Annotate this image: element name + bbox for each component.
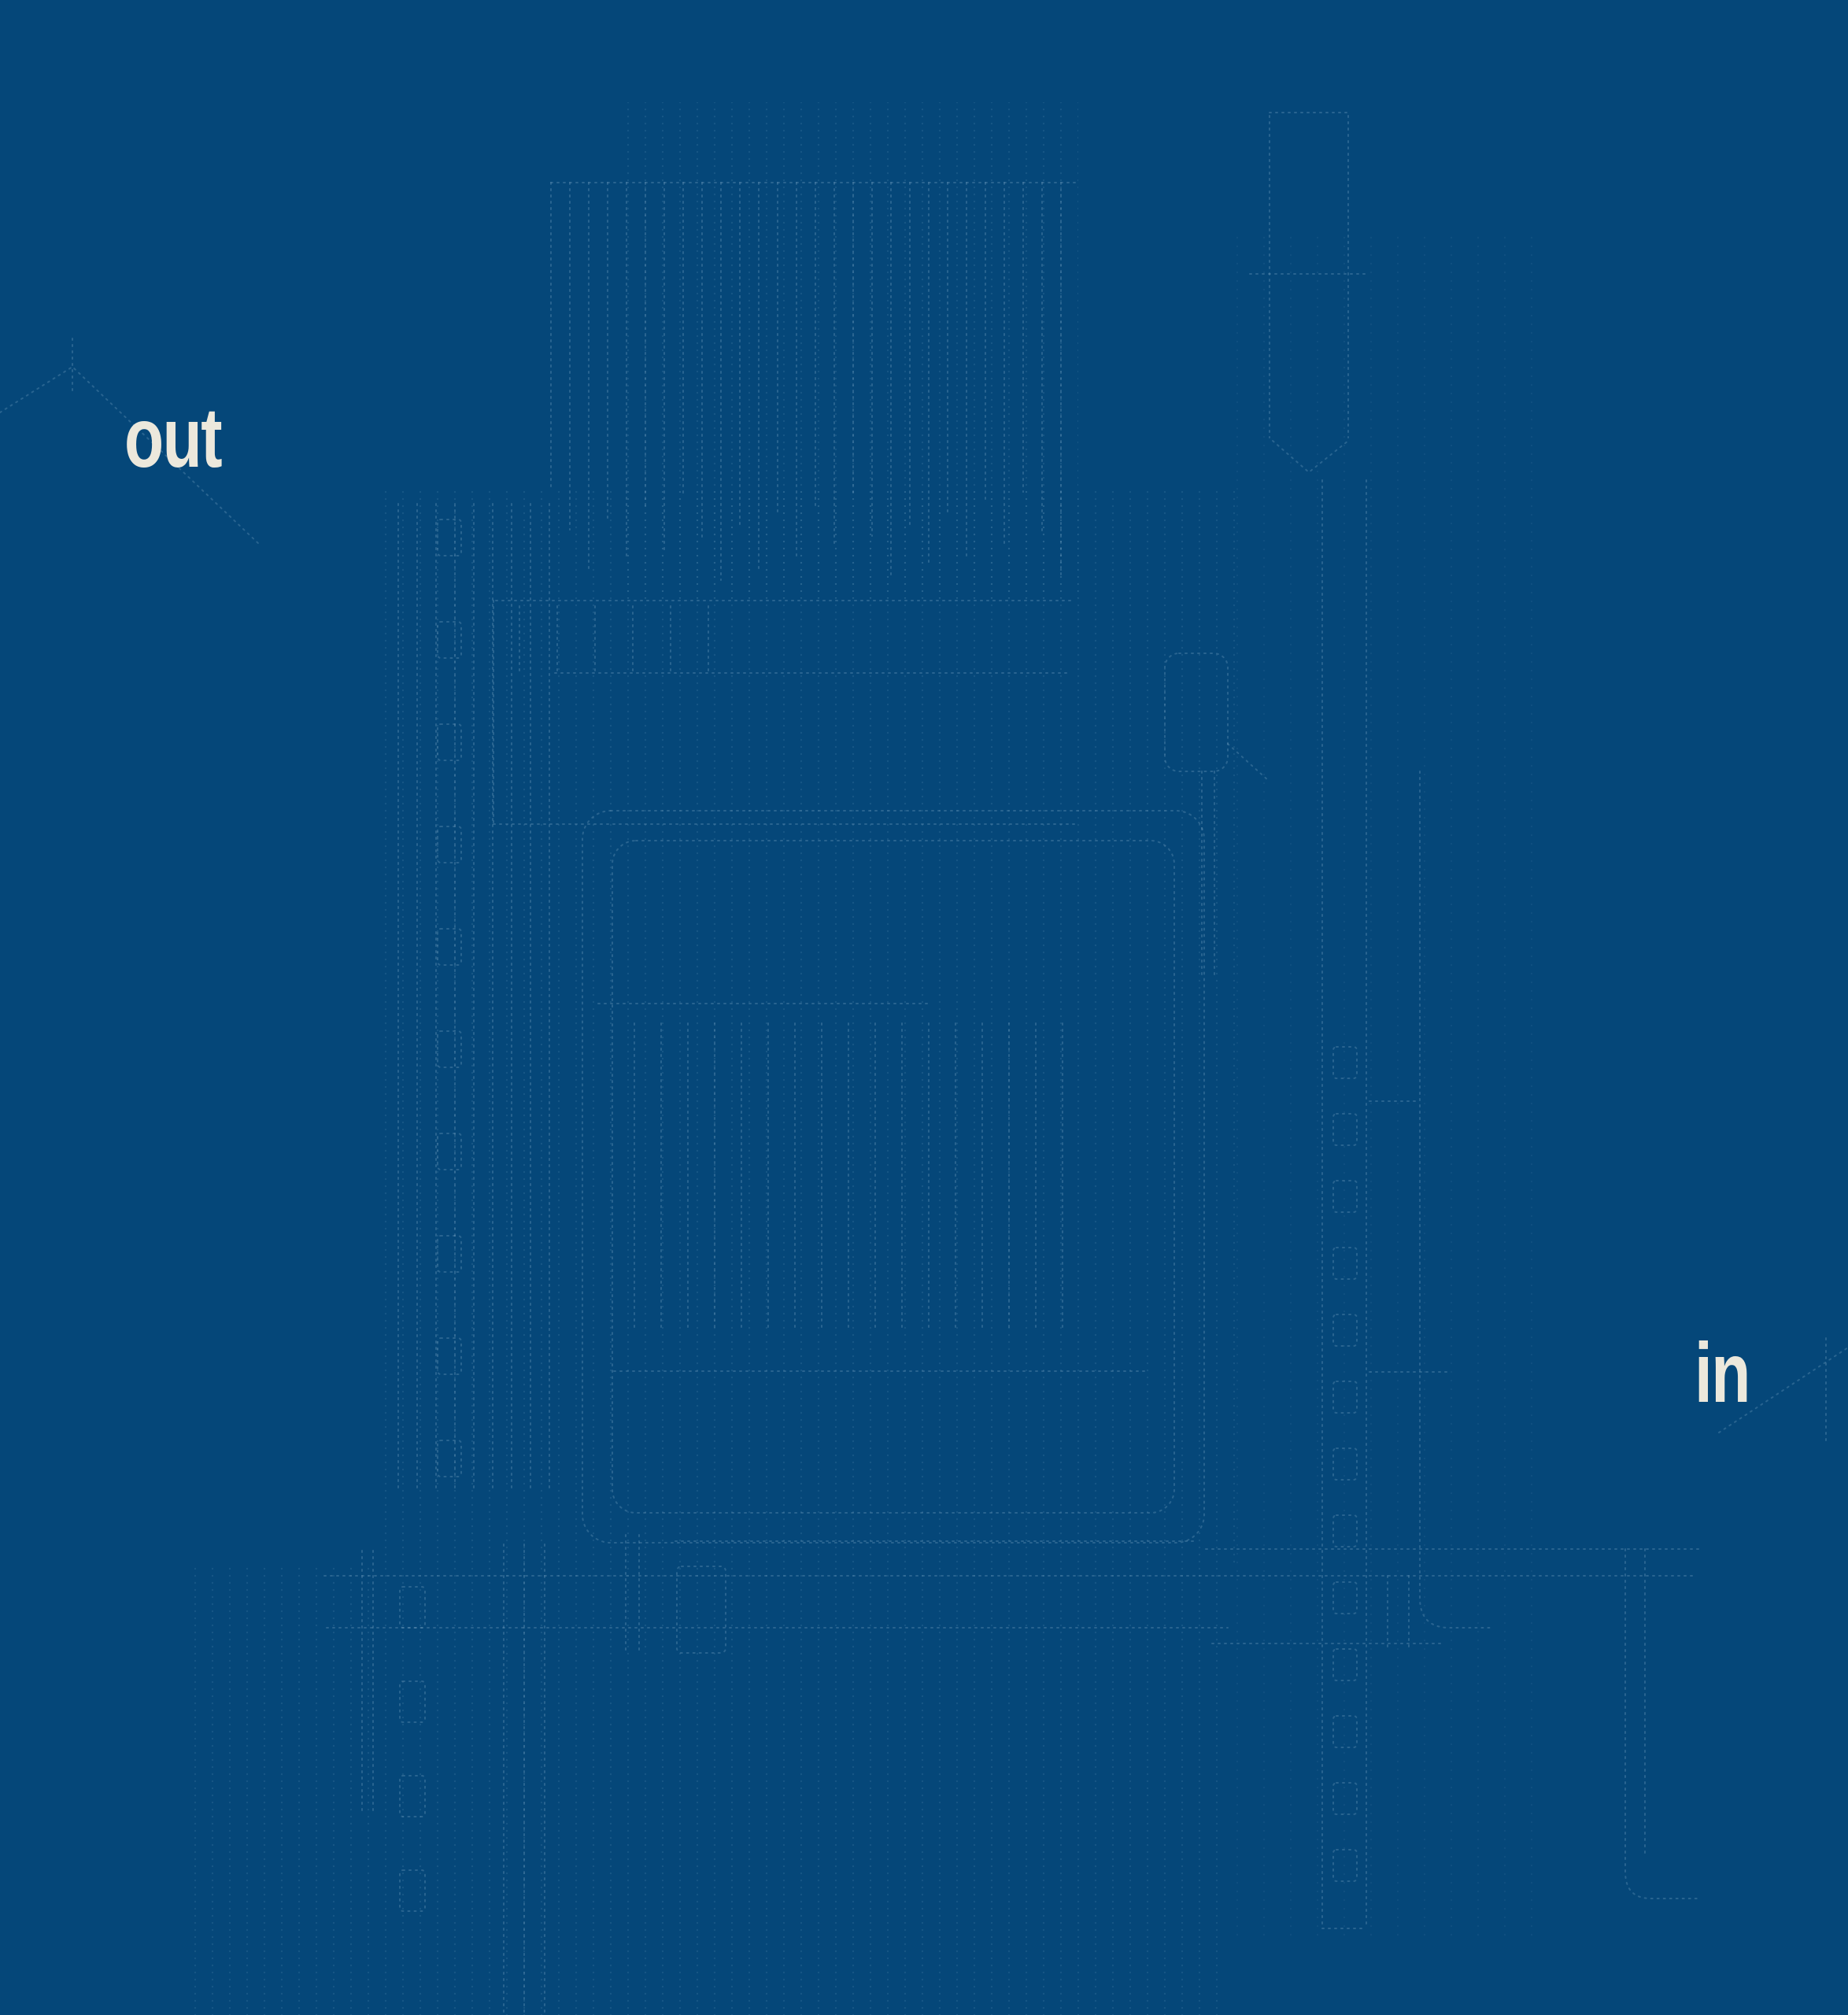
label-out: out [124,390,223,485]
maze-walls [0,112,1848,2013]
label-in: in [1695,1325,1750,1420]
dot-grid-texture [189,102,1543,2015]
maze-combs [397,182,1358,1912]
